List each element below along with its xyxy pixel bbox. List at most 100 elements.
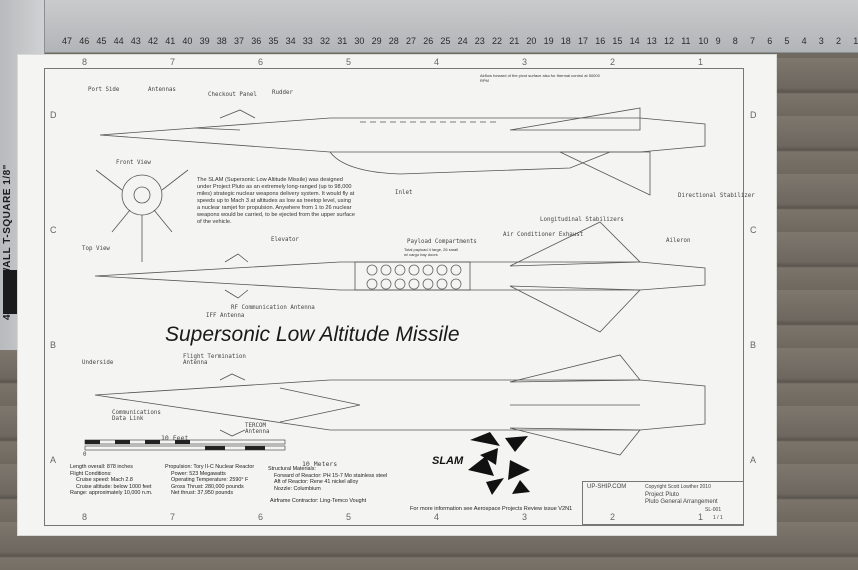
scale-label-meters: 10 Meters [302, 460, 338, 468]
zone-row-label: B [750, 340, 757, 350]
underside-drawing [94, 354, 706, 456]
spec-aft-material: Aft of Reactor: Rene 41 nickel alloy [274, 479, 359, 486]
zone-row-label: A [750, 455, 757, 465]
front-view-drawing [95, 169, 189, 262]
zone-column-label: 7 [170, 512, 176, 522]
ruler-number: 21 [509, 36, 520, 46]
zone-row-label: B [50, 340, 57, 350]
label-underside: Underside [82, 360, 114, 366]
label-communications-data-link: Communications Data Link [112, 410, 161, 422]
ruler-number: 24 [457, 36, 468, 46]
ruler-number: 4 [801, 36, 807, 46]
top-view-drawing [94, 221, 706, 333]
ruler-number: 29 [371, 36, 382, 46]
ruler-number: 28 [388, 36, 399, 46]
spec-cruise-altitude: Cruise altitude: below 1000 feet [76, 483, 152, 490]
footer-note: For more information see Aerospace Proje… [410, 506, 573, 512]
ruler-number: 32 [320, 36, 331, 46]
ruler-number: 45 [96, 36, 107, 46]
ruler-number: 9 [715, 36, 721, 46]
ruler-number: 39 [199, 36, 210, 46]
label-payload-compartments: Payload Compartments [407, 239, 477, 245]
ruler-number: 42 [148, 36, 159, 46]
ruler-number: 5 [784, 36, 790, 46]
ruler-number: 26 [423, 36, 434, 46]
zone-column-label: 5 [346, 57, 352, 67]
ruler-number: 37 [234, 36, 245, 46]
zone-row-label: A [50, 455, 57, 465]
specs-column-3: Structural Materials: Forward of Reactor… [268, 466, 387, 492]
blueprint-sheet [18, 55, 776, 535]
ruler-number: 44 [113, 36, 124, 46]
zone-row-label: D [750, 110, 757, 120]
title-block-site: UP-SHIP.COM [587, 484, 627, 490]
ruler-number: 16 [595, 36, 606, 46]
ruler-number: 11 [681, 36, 691, 46]
ruler-brand-logo [3, 270, 21, 314]
zone-row-label: C [50, 225, 57, 235]
zone-column-label: 2 [610, 512, 616, 522]
ruler-number: 22 [492, 36, 503, 46]
scale-bar [84, 439, 286, 451]
spec-contractor: Airframe Contractor: Ling-Temco Vought [270, 498, 367, 504]
spec-net-thrust: Net thrust: 37,950 pounds [171, 490, 234, 497]
ruler-number: 38 [216, 36, 227, 46]
zone-row-label: C [750, 225, 757, 235]
label-tercom-antenna: TERCOM Antenna [245, 423, 270, 435]
specs-column-2: Propulsion: Tory II-C Nuclear Reactor Po… [165, 464, 254, 497]
ruler-number: 13 [646, 36, 657, 46]
description-text: The SLAM (Supersonic Low Altitude Missil… [197, 177, 355, 225]
ruler-number: 40 [182, 36, 193, 46]
ruler-number: 3 [818, 36, 824, 46]
spec-structural-materials: Structural Materials: [268, 466, 316, 472]
zone-column-label: 8 [82, 57, 88, 67]
label-iff-antenna: IFF Antenna [206, 313, 245, 319]
ruler-number: 7 [750, 36, 756, 46]
ruler-number: 33 [302, 36, 313, 46]
ruler-number: 15 [612, 36, 623, 46]
label-front-view: Front View [116, 160, 151, 166]
title-block: UP-SHIP.COM Copyright Scott Lowther 2010… [582, 481, 744, 525]
label-aileron: Aileron [666, 238, 691, 244]
label-flight-termination-antenna: Flight Termination Antenna [183, 354, 246, 366]
ruler-number: 47 [62, 36, 73, 46]
ruler-number: 6 [767, 36, 773, 46]
zone-column-label: 4 [434, 512, 440, 522]
zone-row-label: D [50, 110, 57, 120]
zone-column-label: 7 [170, 57, 176, 67]
ruler-number: 30 [354, 36, 365, 46]
title-block-copyright: Copyright Scott Lowther 2010 [645, 484, 711, 490]
label-port-side: Port Side [88, 87, 120, 93]
ruler-number: 34 [285, 36, 296, 46]
label-rudder: Rudder [272, 90, 293, 96]
ruler-number: 8 [732, 36, 738, 46]
ruler-number: 17 [578, 36, 589, 46]
label-directional-stabilizer: Directional Stabilizer [678, 193, 755, 199]
zone-column-label: 6 [258, 512, 264, 522]
ruler-number: 12 [664, 36, 675, 46]
spec-gross-thrust: Gross Thrust: 280,000 pounds [171, 483, 244, 490]
ruler-number: 10 [698, 36, 709, 46]
ruler-number: 2 [836, 36, 842, 46]
spec-range: Range: approximately 10,000 n.m. [70, 490, 153, 497]
spec-cruise-speed: Cruise speed: Mach 2.8 [76, 477, 133, 484]
zone-column-label: 5 [346, 512, 352, 522]
label-top-view: Top View [82, 246, 110, 252]
zone-column-label: 3 [522, 57, 528, 67]
slam-logo-text: SLAM [432, 455, 464, 467]
spec-flight-conditions: Flight Conditions: [70, 470, 112, 477]
zone-column-label: 1 [698, 512, 704, 522]
side-view-note: Airflow forward of the pivot surface als… [480, 73, 600, 83]
scale-label-zero: 0 [83, 452, 87, 458]
ruler-number: 46 [79, 36, 90, 46]
zone-column-label: 1 [698, 57, 704, 67]
ruler-number: 35 [268, 36, 279, 46]
slam-logo [468, 432, 530, 495]
scale-label-feet: 10 Feet [161, 434, 189, 442]
main-title: Supersonic Low Altitude Missile [165, 323, 460, 346]
label-air-conditioner-exhaust: Air Conditioner Exhaust [503, 232, 584, 238]
spec-propulsion: Propulsion: Tory II-C Nuclear Reactor [165, 464, 255, 470]
label-antennas: Antennas [148, 87, 176, 93]
